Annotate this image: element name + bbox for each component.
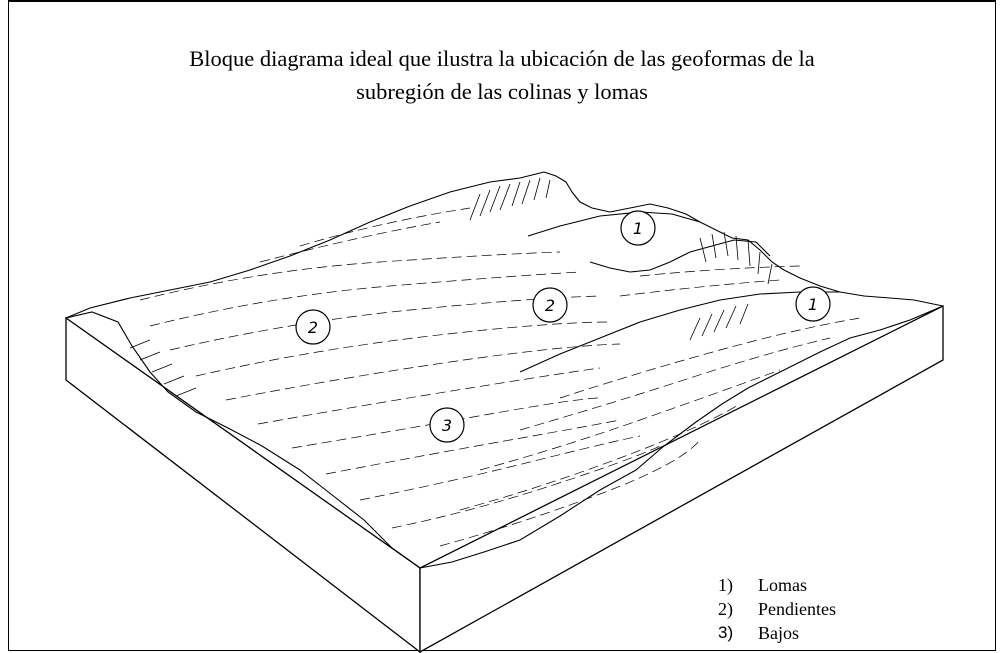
legend-item-bajos: 3) Bajos	[718, 621, 836, 645]
legend-item-pendientes: 2) Pendientes	[718, 597, 836, 621]
marker-bajo-circle	[429, 407, 465, 443]
terrain-hatching	[139, 207, 861, 547]
terrain-front-edge-left	[65, 311, 421, 569]
marker-pendiente-center: 2	[532, 287, 568, 323]
figure-frame	[8, 0, 996, 651]
marker-loma-top-label: 1	[633, 219, 643, 238]
legend-number: 3)	[718, 623, 734, 642]
block-base	[65, 304, 944, 653]
marker-bajo-label: 3	[442, 416, 452, 435]
legend-item-lomas: 1) Lomas	[718, 573, 836, 597]
terrain-surface	[65, 171, 944, 569]
block-left-face	[65, 316, 421, 653]
diagram-title: Bloque diagrama ideal que ilustra la ubi…	[8, 42, 996, 108]
marker-loma-top: 1	[620, 210, 656, 246]
middle-ridge	[527, 211, 701, 237]
marker-loma-right-label: 1	[808, 295, 818, 314]
legend-number: 2)	[718, 599, 733, 619]
terrain-front-edge-right	[419, 305, 944, 569]
title-line-1: Bloque diagrama ideal que ilustra la ubi…	[189, 46, 815, 71]
legend-number: 1)	[718, 575, 733, 595]
marker-bajo: 3	[429, 407, 465, 443]
marker-loma-right: 1	[795, 286, 831, 322]
block-right-face	[419, 304, 944, 653]
marker-pendiente-left-circle	[295, 309, 331, 345]
marker-pendiente-center-label: 2	[545, 296, 555, 315]
back-ridge-left	[65, 171, 545, 319]
marker-loma-top-circle	[620, 210, 656, 246]
legend: 1) Lomas 2) Pendientes 3) Bajos	[718, 573, 836, 645]
legend-label: Pendientes	[758, 599, 836, 619]
legend-label: Bajos	[758, 623, 800, 643]
title-line-2: subregión de las colinas y lomas	[356, 79, 648, 104]
front-ridge	[519, 291, 840, 373]
marker-pendiente-left: 2	[295, 309, 331, 345]
marker-loma-right-circle	[795, 286, 831, 322]
back-ridge-top	[543, 171, 944, 307]
inner-scarp	[589, 239, 771, 273]
marker-pendiente-center-circle	[532, 287, 568, 323]
legend-label: Lomas	[758, 575, 807, 595]
slope-marks	[129, 177, 773, 397]
marker-pendiente-left-label: 2	[308, 318, 318, 337]
